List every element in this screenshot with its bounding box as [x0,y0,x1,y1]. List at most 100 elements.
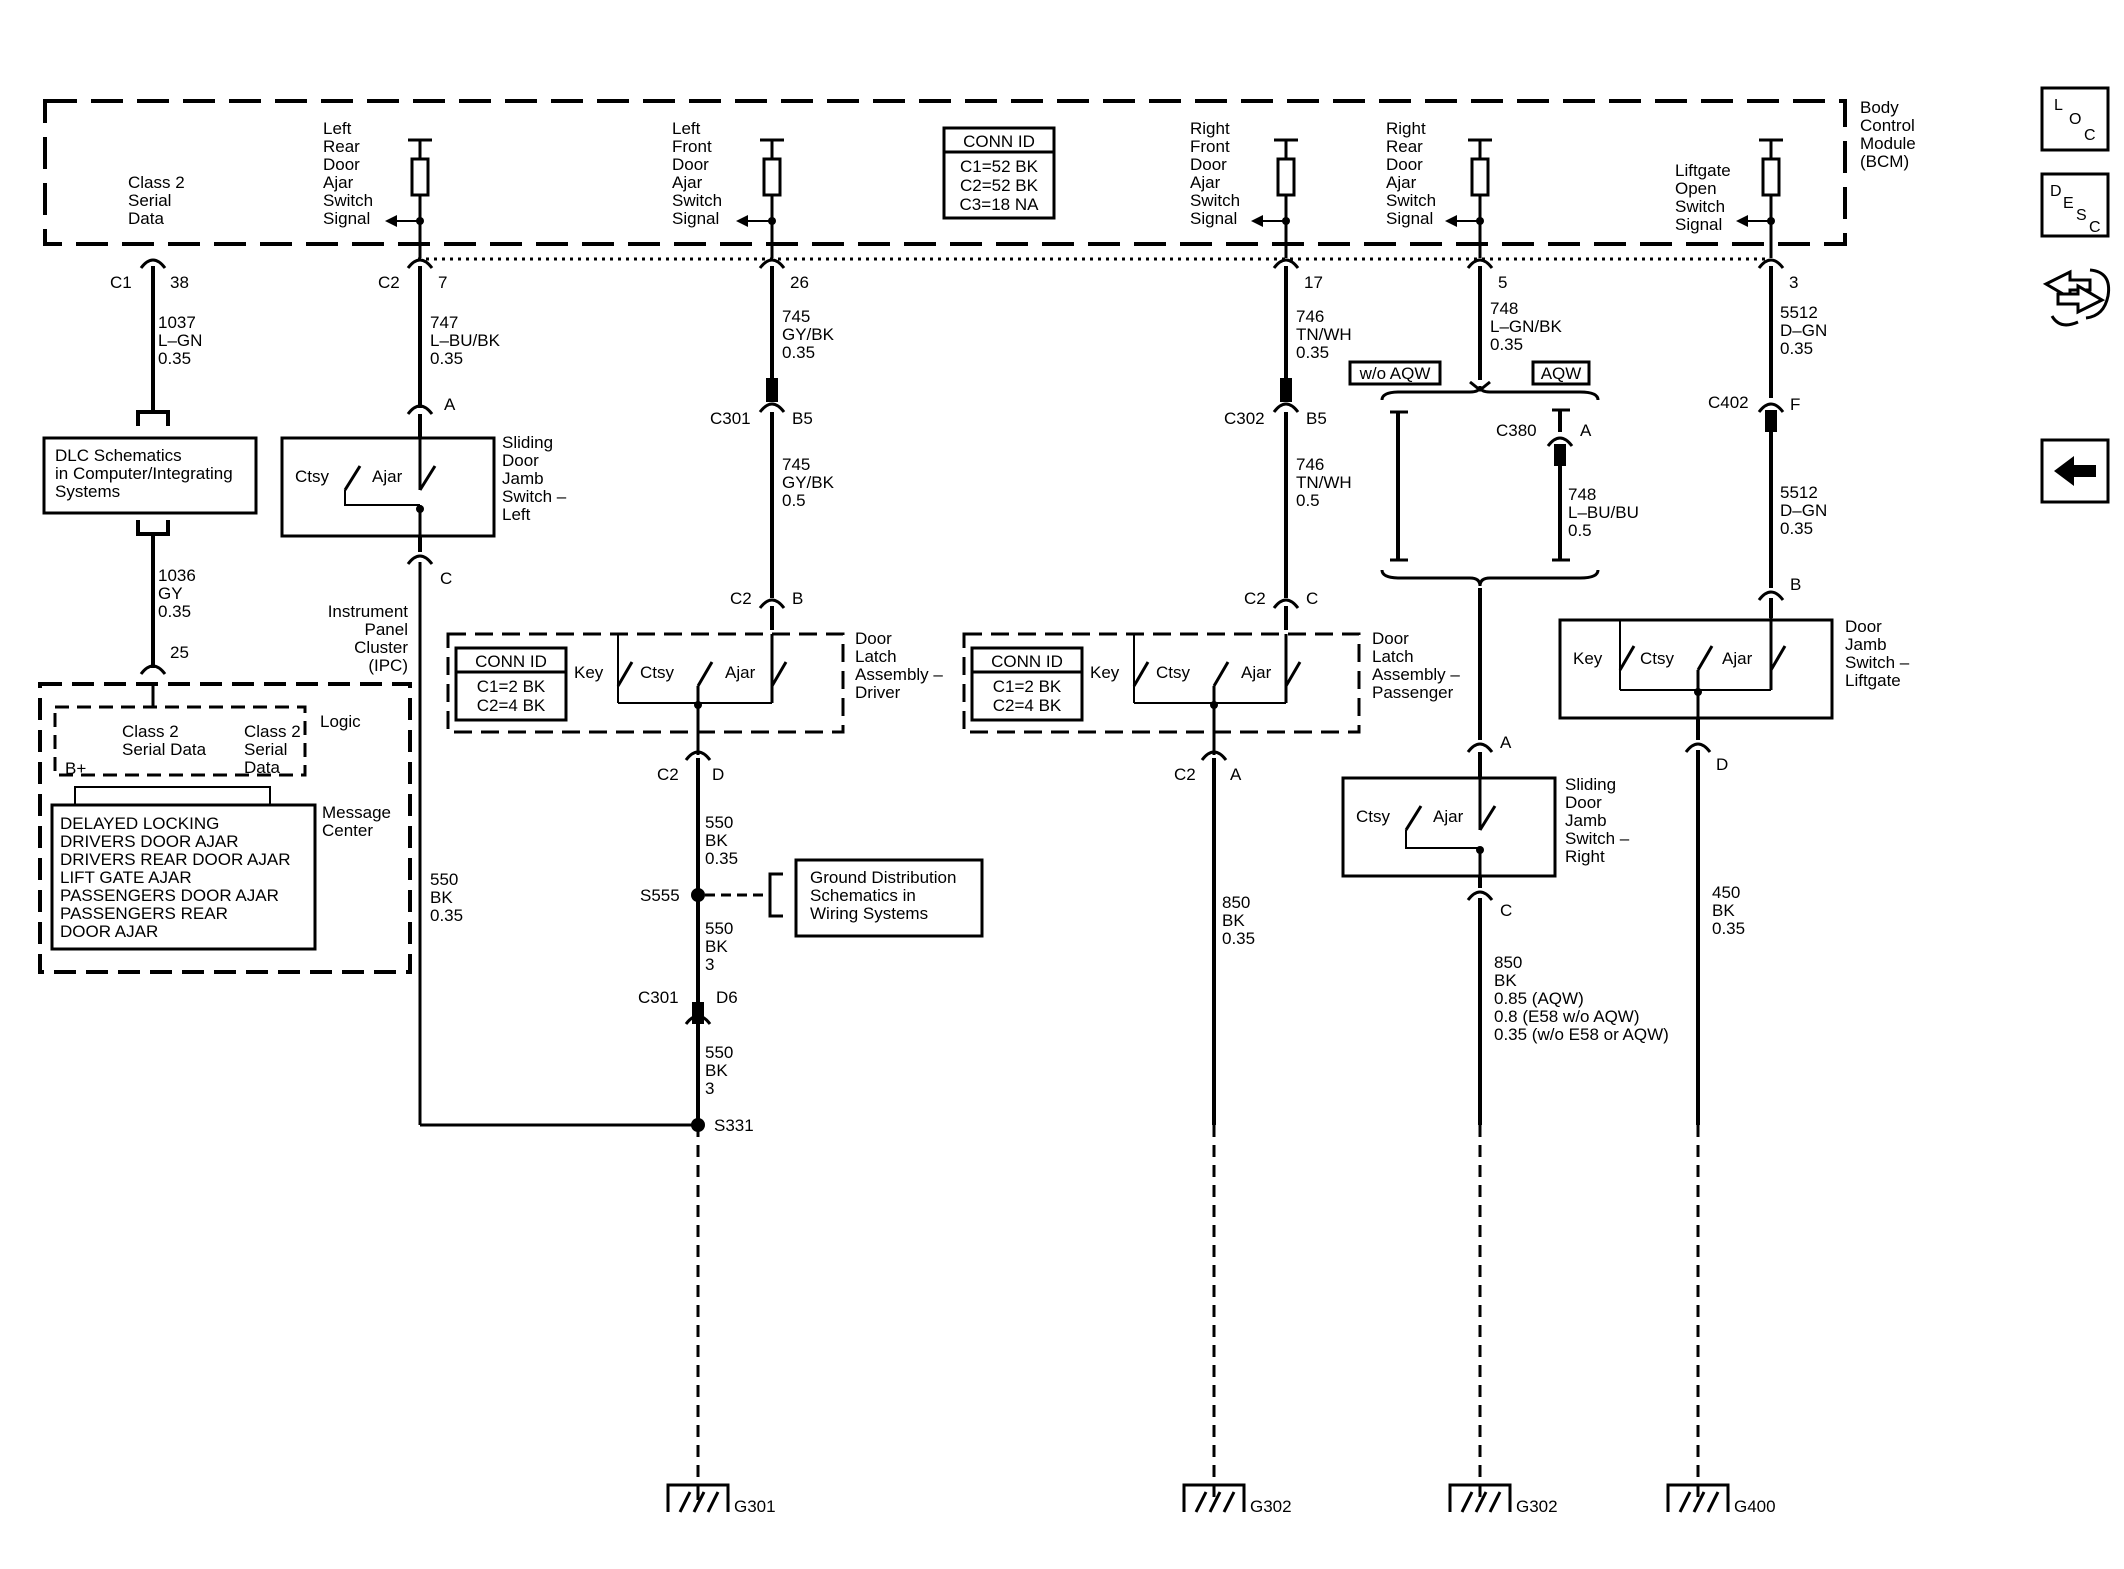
bcm-connector-labels: C1 38 C2 7 26 17 5 3 [110,273,1798,292]
svg-text:G302: G302 [1516,1497,1558,1516]
svg-text:C402: C402 [1708,393,1749,412]
svg-text:Key: Key [1090,663,1120,682]
svg-text:Cluster: Cluster [354,638,408,657]
svg-text:Ajar: Ajar [672,173,703,192]
svg-text:Switch: Switch [1190,191,1240,210]
svg-text:A: A [1230,765,1242,784]
svg-text:TN/WH: TN/WH [1296,473,1352,492]
svg-text:745: 745 [782,455,810,474]
wire-1037-label: 1037 L–GN 0.35 [158,313,202,368]
svg-text:0.35: 0.35 [430,349,463,368]
svg-text:Right: Right [1565,847,1605,866]
dlc-box[interactable]: DLC Schematics in Computer/Integrating S… [42,436,258,515]
svg-text:B+: B+ [65,759,86,778]
wire-1036-label: 1036 GY 0.35 25 [158,566,196,662]
svg-text:Jamb: Jamb [1845,635,1887,654]
svg-text:0.35: 0.35 [1780,339,1813,358]
svg-text:550: 550 [430,870,458,889]
back-arrow-button[interactable] [2040,438,2110,504]
ground-g400: G400 [1666,1483,1776,1516]
svg-text:Center: Center [322,821,373,840]
class2-wire [136,266,170,675]
svg-text:Panel: Panel [365,620,408,639]
wire-747-label: 747 L–BU/BK 0.35 A C [430,313,501,588]
svg-text:Jamb: Jamb [1565,811,1607,830]
door-latch-driver: CONN ID C1=2 BK C2=4 BK Key Ctsy Ajar Do… [446,629,943,755]
rf-door-signal: Right Front Door Ajar Switch Signal [1190,119,1298,258]
svg-text:C: C [1306,589,1318,608]
svg-text:Passenger: Passenger [1372,683,1454,702]
svg-text:L–GN/BK: L–GN/BK [1490,317,1562,336]
desc-button[interactable]: D E S C [2040,172,2110,238]
wire-550-ipc-label: 550 BK 0.35 [430,870,463,925]
loc-button[interactable]: L O C [2040,86,2110,152]
svg-text:26: 26 [790,273,809,292]
svg-text:3: 3 [705,1079,714,1098]
svg-text:3: 3 [705,955,714,974]
svg-text:w/o AQW: w/o AQW [1359,364,1431,383]
svg-text:Liftgate: Liftgate [1675,161,1731,180]
svg-text:Class 2: Class 2 [244,722,301,741]
svg-text:746: 746 [1296,455,1324,474]
svg-text:D: D [1716,755,1728,774]
svg-text:DOOR AJAR: DOOR AJAR [60,922,158,941]
svg-text:DRIVERS DOOR AJAR: DRIVERS DOOR AJAR [60,832,239,851]
wire-550-labels: C2 D 550 BK 0.35 550 BK 3 C301 D6 550 BK… [638,765,738,1098]
svg-text:Logic: Logic [320,712,361,731]
svg-text:Assembly –: Assembly – [855,665,943,684]
svg-text:D6: D6 [716,988,738,1007]
svg-text:DRIVERS REAR DOOR AJAR: DRIVERS REAR DOOR AJAR [60,850,291,869]
bcm-label: Body Control Module (BCM) [1860,98,1916,171]
svg-text:TN/WH: TN/WH [1296,325,1352,344]
svg-text:Door: Door [1190,155,1227,174]
svg-text:0.35: 0.35 [705,849,738,868]
bcm-connector-pins [139,258,1785,269]
svg-text:C3=18 NA: C3=18 NA [960,195,1040,214]
svg-text:C1=2 BK: C1=2 BK [477,677,546,696]
svg-text:Ajar: Ajar [725,663,756,682]
svg-text:C2: C2 [657,765,679,784]
svg-text:Front: Front [672,137,712,156]
ground-distribution-box[interactable]: Ground Distribution Schematics in Wiring… [794,858,984,938]
svg-text:Instrument: Instrument [328,602,409,621]
schematic-connector-icon[interactable] [2042,268,2111,327]
svg-text:C1=2 BK: C1=2 BK [993,677,1062,696]
svg-text:F: F [1790,395,1800,414]
bcm-box [43,99,1847,246]
svg-text:L–GN: L–GN [158,331,202,350]
svg-text:0.35: 0.35 [430,906,463,925]
svg-text:Ctsy: Ctsy [1156,663,1191,682]
sliding-door-switch-right: Ctsy Ajar Sliding Door Jamb Switch – Rig… [1341,775,1630,878]
wire-850-a-labels: C2 A 850 BK 0.35 [1174,765,1255,948]
svg-text:0.35 (w/o E58 or AQW): 0.35 (w/o E58 or AQW) [1494,1025,1669,1044]
svg-text:Control: Control [1860,116,1915,135]
svg-text:38: 38 [170,273,189,292]
svg-text:550: 550 [705,1043,733,1062]
svg-text:L: L [2054,97,2063,114]
svg-text:0.35: 0.35 [1780,519,1813,538]
svg-text:C2: C2 [378,273,400,292]
svg-text:Switch: Switch [1675,197,1725,216]
svg-text:Signal: Signal [672,209,719,228]
svg-text:0.5: 0.5 [1568,521,1592,540]
svg-text:GY/BK: GY/BK [782,325,835,344]
svg-text:746: 746 [1296,307,1324,326]
svg-text:G301: G301 [734,1497,776,1516]
svg-text:Ajar: Ajar [1386,173,1417,192]
svg-text:450: 450 [1712,883,1740,902]
svg-text:G400: G400 [1734,1497,1776,1516]
wire-746 [1272,266,1300,630]
svg-text:D–GN: D–GN [1780,321,1827,340]
svg-text:Switch: Switch [672,191,722,210]
svg-text:Ajar: Ajar [323,173,354,192]
svg-text:L–BU/BK: L–BU/BK [430,331,501,350]
svg-text:0.85 (AQW): 0.85 (AQW) [1494,989,1584,1008]
svg-text:C2=52 BK: C2=52 BK [960,176,1039,195]
svg-text:BK: BK [705,1061,728,1080]
svg-text:Ctsy: Ctsy [1356,807,1391,826]
svg-text:Signal: Signal [323,209,370,228]
wire-450 [1684,718,1712,1500]
svg-text:S: S [2076,207,2087,224]
svg-text:C301: C301 [710,409,751,428]
svg-text:C: C [2084,127,2096,144]
